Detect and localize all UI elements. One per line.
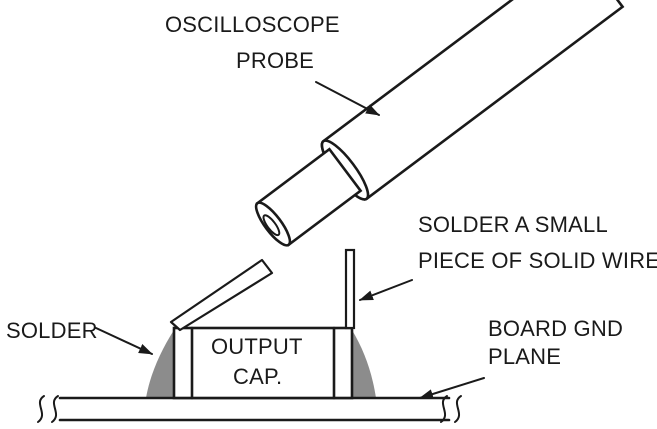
oscilloscope-probe [254,0,625,247]
solder-fillet-left [146,330,174,398]
ground-wire [344,248,356,330]
solder-leader-arrow [95,327,153,355]
solder-label: SOLDER [6,318,98,343]
probe-label-line2: PROBE [236,48,314,73]
cap-label-line2: CAP. [233,364,282,389]
probe-tip-wire [169,258,274,332]
wire-label-line2: PIECE OF SOLID WIRE [418,248,657,273]
solder-fillet-right [352,330,376,398]
cap-label-line1: OUTPUT [211,334,303,359]
board-gnd-plane [37,395,462,423]
wire-leader-arrow [359,279,413,301]
probe-label-line1: OSCILLOSCOPE [165,12,340,37]
gnd-label-line1: BOARD GND [488,316,623,341]
output-capacitor [172,326,354,400]
gnd-leader-arrow [419,377,485,399]
probe-leader-arrow [315,81,380,116]
wire-label-line1: SOLDER A SMALL [418,212,608,237]
gnd-label-line2: PLANE [488,344,561,369]
